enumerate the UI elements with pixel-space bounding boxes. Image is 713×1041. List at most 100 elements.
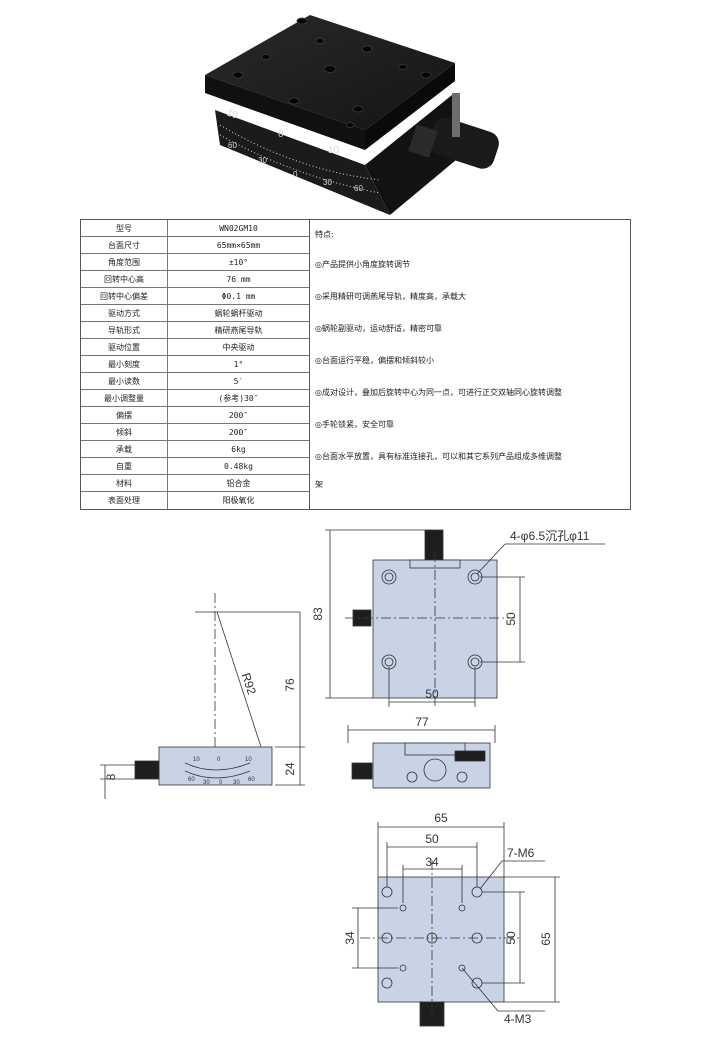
stage-body (158, 746, 273, 786)
scale-label: 0 (219, 780, 223, 786)
stage-side (365, 63, 455, 150)
note-m6: 7-M6 (507, 846, 535, 860)
spec-label: 最小刻度 (81, 356, 168, 372)
scale-label: 10 (245, 757, 252, 763)
spec-value: 5′ (233, 376, 244, 386)
feature-item: ◎手轮锁紧，安全可靠 (315, 420, 394, 429)
spec-value: Φ0.1 mm (221, 291, 256, 301)
features-title: 特点: (315, 230, 334, 239)
dim-50-vertical: 50 (504, 931, 518, 945)
scale-label: 0 (293, 170, 298, 179)
spec-value: (参考)30″ (218, 393, 259, 403)
side-knob (134, 760, 160, 780)
dim-76: 76 (283, 678, 297, 692)
spec-label: 驱动位置 (81, 339, 168, 355)
bottom-view-drawing: 65 50 34 34 50 65 7-M6 4-M3 (343, 811, 560, 1027)
scale-label: 60 (188, 777, 195, 783)
spec-parameters: 型号 WN02GM10 台面尺寸 65mm×65mm 角度范围 ±10° 回转中心高 76 m… (81, 220, 310, 509)
stage-front (205, 75, 365, 150)
spec-row: 最小读数 5′ (81, 373, 309, 390)
spec-value: 阳极氧化 (222, 496, 255, 505)
feature-item: ◎蜗轮副驱动，运动舒适，精密可靠 (315, 324, 442, 333)
dim-radius: R92 (239, 671, 259, 697)
spec-value: 精研燕尾导轨 (214, 325, 263, 335)
front-knob (351, 762, 373, 780)
spec-label: 回转中心偏差 (81, 288, 168, 304)
spec-row: 角度范围 ±10° (81, 254, 309, 271)
side-view-drawing: 76 24 8 R92 10 0 10 60 30 0 30 60 (100, 593, 305, 799)
spec-value: 200″ (228, 410, 249, 420)
dim-65-vertical: 65 (539, 932, 553, 946)
bottom-plate (377, 876, 505, 1003)
dim-34-horizontal: 34 (425, 855, 439, 869)
spec-row: 承载 6kg (81, 441, 309, 458)
spec-value: WN02GM10 (219, 223, 258, 233)
adjustment-knob (428, 117, 499, 169)
dim-24: 24 (283, 762, 297, 776)
spec-row: 驱动位置中央驱动 (81, 339, 309, 356)
spec-label: 导轨形式 (81, 322, 168, 338)
spec-label: 材料 (81, 475, 168, 491)
feature-item: ◎台面运行平稳，偏摆和倾斜较小 (315, 356, 434, 365)
feature-item: 架 (315, 480, 323, 489)
spec-label: 承载 (81, 441, 168, 457)
scale-label: 0 (278, 129, 284, 140)
spec-label: 最小读数 (81, 373, 168, 389)
spec-row: 导轨形式 精研燕尾导轨 (81, 322, 309, 339)
rotation-base (215, 110, 390, 215)
scale-label: 10 (328, 145, 340, 156)
feature-item: ◎成对设计，叠加后旋转中心为同一点，可进行正交双轴同心旋转调整 (315, 388, 562, 397)
spec-value: 0.48kg (224, 461, 253, 471)
spec-row: 最小刻度 1° (81, 356, 309, 373)
dim-34-vertical: 34 (343, 931, 357, 945)
spec-row: 材料 铝合金 (81, 475, 309, 492)
spec-row: 台面尺寸 65mm×65mm (81, 237, 309, 254)
features-list: 特点: ◎产品提供小角度旋转调节 ◎采用精研可调燕尾导轨，精度高，承载大 ◎蜗轮… (315, 230, 625, 512)
spec-row: 回转中心偏差 Φ0.1 mm (81, 288, 309, 305)
dim-77: 77 (415, 715, 429, 729)
note-m3: 4-M3 (504, 1012, 532, 1026)
scale-label: 60 (354, 184, 363, 193)
spec-value: 76 mm (226, 274, 251, 284)
spec-row: 偏摆 200″ (81, 407, 309, 424)
dim-65-horizontal: 65 (434, 811, 448, 825)
spec-label: 最小调整量 (81, 390, 168, 406)
scale-label: 30 (233, 780, 240, 786)
m3-holes (399, 904, 466, 972)
product-photo: 10 0 10 60 30 0 30 60 (205, 15, 499, 215)
scale-label: 30 (323, 178, 332, 187)
spec-label: 角度范围 (81, 254, 168, 270)
spec-row: 最小调整量 (参考)30″ (81, 390, 309, 407)
spec-table: 型号 WN02GM10 台面尺寸 65mm×65mm 角度范围 ±10° 回转中心高 76 m… (80, 219, 631, 510)
scale-label: 60 (248, 777, 255, 783)
spec-value: 6kg (231, 444, 246, 454)
top-view-drawing: 83 50 50 4-φ6.5沉孔φ11 (311, 529, 605, 707)
top-knob (424, 529, 444, 561)
hole-note: 4-φ6.5沉孔φ11 (510, 529, 590, 543)
spec-label: 回转中心高 (81, 271, 168, 287)
dim-50-horizontal: 50 (425, 832, 439, 846)
scale-label: 30 (258, 156, 267, 165)
scale-label: 30 (203, 780, 210, 786)
spec-label: 台面尺寸 (81, 237, 168, 253)
feature-item: ◎产品提供小角度旋转调节 (315, 260, 410, 269)
spec-label: 驱动方式 (81, 305, 168, 321)
dim-8: 8 (104, 773, 118, 780)
spec-label: 偏摆 (81, 407, 168, 423)
feature-item: ◎采用精研可调燕尾导轨，精度高，承载大 (315, 292, 466, 301)
spec-value: 65mm×65mm (216, 240, 261, 250)
spec-label: 自重 (81, 458, 168, 474)
spec-row: 回转中心高 76 mm (81, 271, 309, 288)
spec-row: 表面处理阳极氧化 (81, 492, 309, 509)
feature-item: ◎台面水平放置，具有标准连接孔，可以和其它系列产品组成多维调整 (315, 452, 562, 461)
spec-row: 驱动方式蜗轮蜗杆驱动 (81, 305, 309, 322)
scale-label: 60 (228, 141, 237, 150)
spec-value: 铝合金 (226, 478, 251, 488)
dim-50-vertical: 50 (504, 612, 518, 626)
dim-50-horizontal: 50 (425, 687, 439, 701)
spec-label: 型号 (81, 220, 168, 236)
spec-value: 1° (233, 359, 244, 369)
spec-value: ±10° (228, 257, 249, 267)
scale-label: 10 (225, 107, 240, 121)
